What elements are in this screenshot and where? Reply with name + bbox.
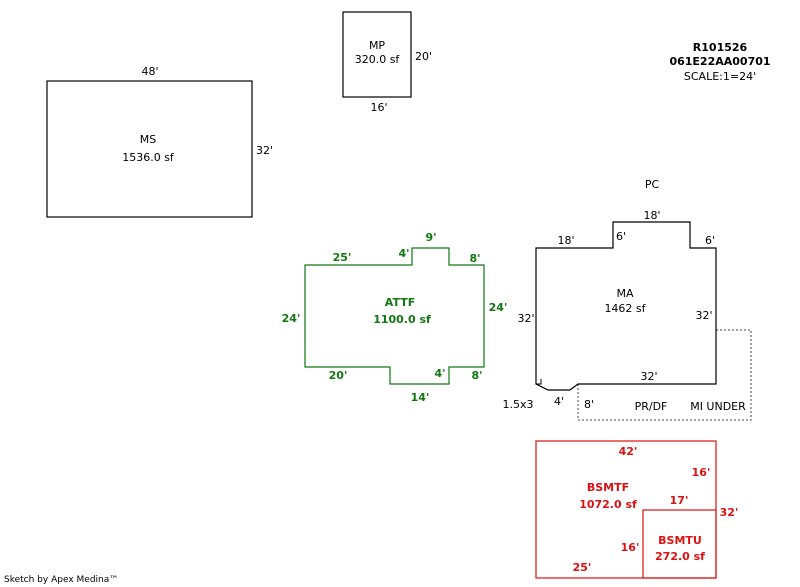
area-ma-dim-step-left: 6': [616, 230, 626, 243]
area-attf-dim-bottom-right: 8': [471, 369, 482, 382]
footer-credit: Sketch by Apex Medina™: [4, 575, 119, 585]
scale-label: SCALE:1=24': [684, 70, 756, 83]
area-attf-dim-top-step: 4': [398, 247, 409, 260]
area-ms-size: 1536.0 sf: [122, 151, 175, 164]
area-mp-dim-bottom: 16': [370, 101, 387, 114]
area-ma-dim-top-left: 18': [557, 234, 574, 247]
area-mi-code: MI UNDER: [690, 400, 746, 413]
area-bsmtf-dim-inner-top: 17': [670, 494, 689, 507]
area-attf-size: 1100.0 sf: [373, 313, 431, 326]
area-prdf-code: PR/DF: [635, 400, 668, 413]
area-ma-outline: [535, 221, 717, 391]
area-ma-dim-bottom: 32': [640, 370, 657, 383]
area-mi-outline: [577, 329, 752, 421]
area-ma-size: 1462 sf: [604, 302, 646, 315]
area-bsmtu: BSMTU 272.0 sf: [642, 509, 717, 579]
area-ms-outline: [46, 80, 253, 218]
area-attf-dim-bottom-left: 20': [329, 369, 348, 382]
area-bsmtf-dim-right-upper: 16': [692, 466, 711, 479]
area-mi-under: PR/DF MI UNDER 8': [577, 329, 752, 421]
area-bsmtf-dim-top: 42': [619, 445, 638, 458]
area-pc-code: PC: [645, 178, 660, 191]
area-bsmtf-dim-inner-right: 32': [720, 506, 739, 519]
area-mp-dim-right: 20': [415, 50, 432, 63]
area-ma-code: MA: [616, 287, 633, 300]
area-bsmtu-size: 272.0 sf: [655, 550, 705, 563]
area-bsmtf-code: BSMTF: [587, 481, 629, 494]
area-ma: MA 1462 sf 18' 6' 18' 6' 32' 32' 32' 4' …: [502, 209, 717, 411]
area-attf-dim-top-left: 25': [333, 251, 352, 264]
area-ma-dim-bottom-left: 1.5x3: [502, 398, 533, 411]
area-ma-marker: [536, 379, 542, 385]
area-mp-code: MP: [369, 39, 385, 52]
area-ma-dim-bottom-small: 4': [554, 395, 564, 408]
area-bsmtf-size: 1072.0 sf: [579, 498, 637, 511]
area-bsmtf-dim-inner-left: 16': [621, 541, 640, 554]
area-ms-dim-right: 32': [256, 144, 273, 157]
area-attf-outline: [304, 247, 485, 385]
area-ma-dim-step-right: 6': [705, 234, 715, 247]
area-mp: MP 320.0 sf 20' 16': [342, 11, 432, 114]
area-mp-size: 320.0 sf: [355, 53, 401, 66]
area-attf-dim-top-right-step: 8': [469, 252, 480, 265]
parcel-id: R101526: [693, 41, 748, 54]
area-ms-code: MS: [140, 133, 156, 146]
map-reference: 061E22AA00701: [669, 55, 770, 68]
area-attf-dim-bottom-mid: 14': [411, 391, 430, 404]
area-attf-dim-left: 24': [282, 312, 301, 325]
area-attf-dim-bottom-step: 4': [434, 367, 445, 380]
area-ma-dim-right: 32': [695, 309, 712, 322]
area-bsmtf-dim-bottom: 25': [573, 561, 592, 574]
area-mp-outline: [342, 11, 412, 98]
area-ma-dim-top-mid: 18': [643, 209, 660, 222]
area-attf-code: ATTF: [385, 296, 415, 309]
area-ms: MS 1536.0 sf 48' 32': [46, 65, 273, 218]
area-prdf-dim-left: 8': [584, 398, 594, 411]
area-bsmtu-code: BSMTU: [658, 534, 702, 547]
area-attf: ATTF 1100.0 sf 25' 4' 9' 8' 24' 24' 20' …: [282, 231, 508, 404]
area-attf-dim-top-mid: 9': [425, 231, 436, 244]
area-bsmtu-outline: [642, 509, 717, 579]
area-attf-dim-right: 24': [489, 301, 508, 314]
area-ms-dim-top: 48': [141, 65, 158, 78]
area-ma-dim-left: 32': [517, 312, 534, 325]
